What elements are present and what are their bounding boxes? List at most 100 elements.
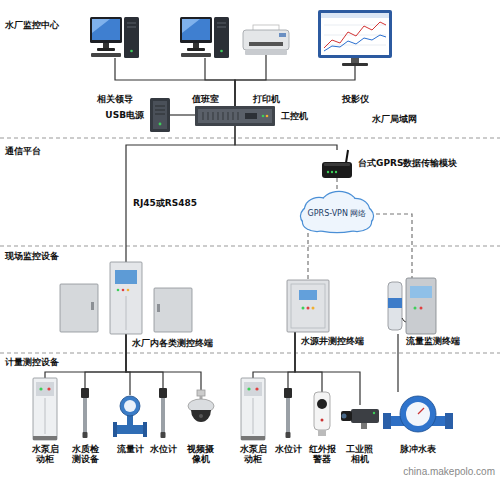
icon-part [92,19,110,33]
icon-part [214,17,229,58]
icon-part [266,115,269,118]
icon-part [83,398,87,434]
device-caption: 流量计 [117,444,144,454]
device-icon [243,25,289,55]
icon-part [60,284,98,332]
icon-part [341,411,352,421]
icon-part [197,390,205,396]
icon-part [127,27,136,28]
device-node: 水泵启动柜 [241,378,265,440]
icon-part [39,387,42,390]
device-node: 水源井测控终端 [287,280,329,332]
icon-part [180,17,212,43]
icon-part [299,290,317,300]
icon-part [245,50,287,55]
caption-box: 水源井测控终端 [301,336,364,346]
connector [126,126,235,262]
icon-part [286,432,291,438]
icon-part [244,382,262,396]
icon-part [120,396,140,416]
icon-part [92,19,120,40]
section-label: 水厂局域网 [372,114,417,124]
icon-part [202,112,203,120]
icon-part [286,398,290,434]
icon-part [182,19,210,40]
device-icon [388,278,436,334]
device-icon [195,106,275,126]
icon-part [321,419,324,422]
caption-box: 投影仪 [342,94,369,104]
icon-part [307,307,310,310]
icon-part [327,171,329,173]
icon-part [373,412,375,414]
icon-part [191,410,211,422]
device-node: 投影仪 [318,10,392,66]
device-icon [312,392,332,436]
label-box: 现场监控设备 [5,251,59,261]
icon-part [245,113,257,119]
device-caption: 脉冲水表 [400,444,436,454]
icon-part [159,123,162,126]
caption-box: USB电源 [105,110,144,120]
device-caption: 投影仪 [342,94,369,104]
icon-part [97,48,115,51]
caption-box: 水位计 [275,444,302,454]
icon-part [187,48,205,51]
icon-part [150,98,170,132]
icon-part [287,280,329,332]
icon-part [130,50,133,53]
caption-box: 工业照相机 [346,444,375,465]
section-label: 现场监控设备 [5,251,59,261]
connector [170,114,195,115]
device-node: 打印机 [243,25,289,55]
icon-part [157,304,160,312]
icon-part [284,388,292,398]
caption-box: GPRS-VPN 网络 [307,209,367,218]
device-icon [150,98,170,132]
icon-part [113,422,117,437]
icon-part [217,27,226,28]
device-node: 流量计 [113,395,147,438]
icon-part [237,112,238,120]
icon-part [414,307,417,310]
icon-part [249,42,283,46]
icon-part [247,387,250,390]
icon-part [155,110,165,111]
device-node: 相关领导 [90,15,140,58]
device-caption: 水厂内各类测控终端 [132,338,213,348]
device-caption: 流量监测终端 [406,336,460,346]
label-box: 水厂监控中心 [5,20,59,30]
connector [235,66,355,106]
device-caption: 台式GPRS数据传输模块 [358,158,457,168]
icon-part [126,296,127,330]
device-icon [322,150,352,178]
icon-part [81,388,89,398]
icon-part [232,112,233,120]
connector [288,332,295,388]
icon-part [241,436,265,440]
device-node: 水质检测设备 [80,388,90,438]
icon-part [198,109,272,123]
icon-part [110,262,142,334]
caption-box: 流量监测终端 [406,336,460,346]
device-icon [180,15,230,58]
edge-label-box: RJ45或RS485 [132,198,198,208]
caption-box: 工控机 [281,111,308,121]
icon-part [124,17,139,58]
icon-part [402,318,406,322]
icon-part [314,392,330,430]
section-divider [0,138,500,139]
device-icon [33,378,57,440]
icon-part [143,422,147,437]
watermark: china.makepolo.com [403,466,495,477]
section-divider [0,246,500,247]
icon-part [153,101,167,129]
caption-box: 水质检测设备 [71,444,100,465]
icon-part [324,45,386,46]
caption-box: 值班室 [192,94,219,104]
icon-part [388,282,402,330]
device-caption: 相关领导 [97,94,133,104]
device-node: 流量监测终端 [388,278,436,334]
device-icon [113,395,147,438]
